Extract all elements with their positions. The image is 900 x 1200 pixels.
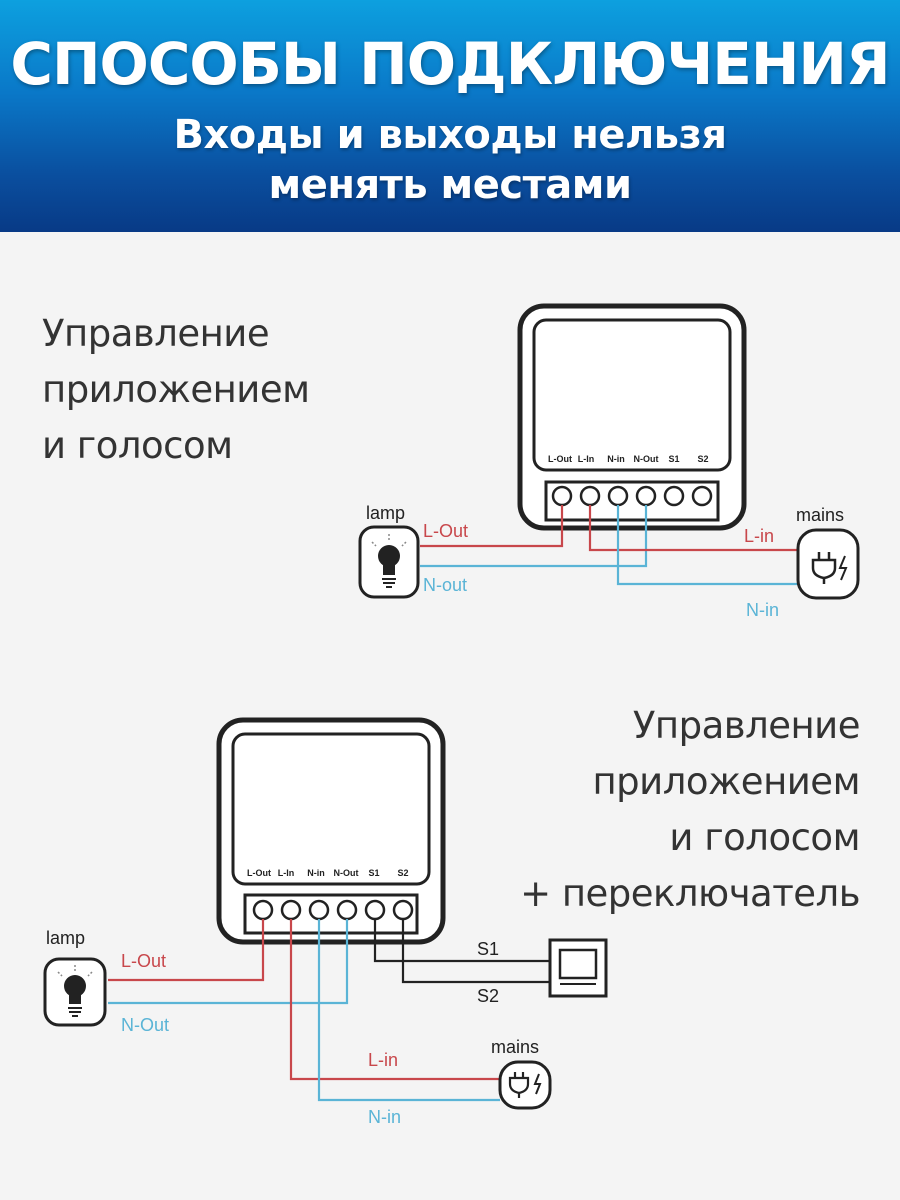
- scheme1-terminal-screw: [691, 485, 713, 507]
- scheme1-caption-line: и голосом: [42, 424, 233, 467]
- scheme1-terminal-screw: [663, 485, 685, 507]
- scheme1-lamp: [358, 525, 420, 599]
- scheme2-terminal-label: L-Out: [247, 868, 271, 878]
- scheme1-wire-label-n-in: N-in: [746, 600, 779, 620]
- scheme1-mains: [796, 528, 860, 600]
- scheme2-terminal-screw: [364, 899, 386, 921]
- scheme1-terminal-label: S2: [697, 454, 708, 464]
- scheme1-wire-label-l-in: L-in: [744, 526, 774, 546]
- scheme1-lamp-label: lamp: [366, 503, 405, 523]
- scheme1-wire-label-n-out: N-out: [423, 575, 467, 595]
- scheme1-diagram: L-Out L-In N-in N-Out S1 S2: [358, 303, 860, 620]
- page-title: СПОСОБЫ ПОДКЛЮЧЕНИЯ: [10, 30, 890, 98]
- scheme2-terminal-label: S1: [368, 868, 379, 878]
- scheme2-wire-s2: [401, 919, 550, 984]
- scheme2-caption: Управление приложением и голосом + перек…: [520, 698, 860, 922]
- page-subtitle-line-2: менять местами: [268, 162, 632, 208]
- scheme2-wire-label-n-in: N-in: [368, 1107, 401, 1127]
- scheme1-wire-l-in: [588, 505, 798, 552]
- scheme2-mains: [498, 1060, 552, 1110]
- scheme2-wire-label-l-in: L-in: [368, 1050, 398, 1070]
- scheme1-terminal-label: N-in: [607, 454, 625, 464]
- scheme2-terminal-screw: [392, 899, 414, 921]
- scheme2-terminal-label: L-In: [278, 868, 295, 878]
- scheme1-mains-label: mains: [796, 505, 844, 525]
- scheme1-terminal-label: L-Out: [548, 454, 572, 464]
- scheme2-caption-line: + переключатель: [520, 872, 860, 915]
- page-subtitle-line-1: Входы и выходы нельзя: [173, 112, 727, 158]
- plug-icon: [508, 1072, 542, 1098]
- wall-switch-icon: [548, 938, 608, 998]
- scheme2-relay-module: [216, 717, 446, 945]
- scheme1-terminal-label: S1: [668, 454, 679, 464]
- scheme2-wire-l-out: [108, 919, 265, 982]
- scheme1-wire-n-out: [420, 505, 648, 568]
- scheme2-wire-n-out: [108, 919, 349, 1005]
- scheme2-wire-n-in: [317, 919, 500, 1102]
- scheme2-wire-label-l-out: L-Out: [121, 951, 166, 971]
- scheme1-terminal-label: N-Out: [634, 454, 659, 464]
- scheme2-mains-label: mains: [491, 1037, 539, 1057]
- scheme2-wire-label-n-out: N-Out: [121, 1015, 169, 1035]
- scheme1-terminal-screw: [551, 485, 573, 507]
- scheme1-caption: Управление приложением и голосом: [42, 306, 310, 474]
- header-banner: СПОСОБЫ ПОДКЛЮЧЕНИЯ Входы и выходы нельз…: [0, 0, 900, 232]
- scheme2-lamp-label: lamp: [46, 928, 85, 948]
- scheme2-terminal-screw: [308, 899, 330, 921]
- plug-icon: [811, 552, 848, 584]
- scheme1-wire-l-out: [420, 505, 564, 548]
- scheme1-caption-line: приложением: [42, 368, 310, 411]
- lightbulb-icon: [371, 534, 407, 588]
- scheme1-terminal-label: L-In: [578, 454, 595, 464]
- scheme2-caption-line: и голосом: [669, 816, 860, 859]
- lightbulb-icon: [57, 965, 93, 1017]
- scheme2-wire-l-in: [289, 919, 500, 1081]
- scheme2-terminal-screw: [336, 899, 358, 921]
- scheme2-wire-label-s1: S1: [477, 939, 499, 959]
- scheme2-terminal-label: N-in: [307, 868, 325, 878]
- scheme1-caption-line: Управление: [42, 312, 270, 355]
- scheme2-wire-s1: [373, 919, 550, 963]
- scheme2-terminal-screw: [280, 899, 302, 921]
- scheme2-lamp: [43, 957, 107, 1027]
- scheme2-terminal-label: N-Out: [334, 868, 359, 878]
- scheme2-caption-line: приложением: [592, 760, 860, 803]
- scheme2-terminal-label: S2: [397, 868, 408, 878]
- scheme1-relay-module: [517, 303, 747, 531]
- scheme1-terminal-screw: [635, 485, 657, 507]
- scheme1-wire-label-l-out: L-Out: [423, 521, 468, 541]
- scheme2-wire-label-s2: S2: [477, 986, 499, 1006]
- scheme2-caption-line: Управление: [632, 704, 861, 747]
- scheme1-terminal-screw: [607, 485, 629, 507]
- scheme2-terminal-screw: [252, 899, 274, 921]
- scheme2-diagram: L-Out L-In N-in N-Out S1 S2: [43, 717, 608, 1127]
- scheme1-wire-n-in: [616, 505, 798, 586]
- scheme1-terminal-screw: [579, 485, 601, 507]
